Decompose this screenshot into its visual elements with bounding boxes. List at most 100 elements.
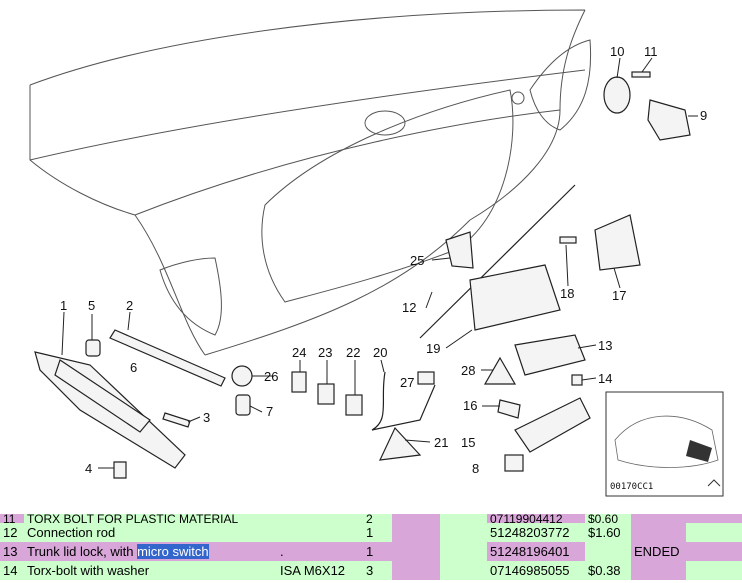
part-number: 07119904412 <box>487 514 585 523</box>
part-23-clip <box>317 383 335 405</box>
callout-11: 11 <box>644 44 658 59</box>
table-row[interactable]: 14 Torx-bolt with washer ISA M6X12 3 071… <box>0 561 742 580</box>
callout-3: 3 <box>203 410 210 425</box>
description-text: Trunk lid lock, with <box>27 544 138 559</box>
trunk-emblem <box>364 110 406 136</box>
part-price: $0.60 <box>585 514 631 523</box>
part-price: $0.38 <box>585 561 631 580</box>
spacer-cell <box>686 561 742 580</box>
callout-7: 7 <box>266 404 273 419</box>
part-16-bolt <box>497 399 521 419</box>
part-15-handle-housing <box>514 397 591 453</box>
part-10-seal <box>603 76 631 114</box>
part-19-lock-module <box>469 264 561 331</box>
part-quantity: 1 <box>363 542 392 561</box>
callout-2: 2 <box>126 298 133 313</box>
table-row[interactable]: 13 Trunk lid lock, with micro switch . 1… <box>0 542 742 561</box>
spacer-cell <box>440 523 487 542</box>
part-dimensions: ISA M6X12 <box>277 561 363 580</box>
part-3-bolt <box>162 412 191 428</box>
part-note: ENDED <box>631 542 686 561</box>
part-13-trunk-lid-lock <box>514 334 586 376</box>
callout-8: 8 <box>472 461 479 476</box>
table-row[interactable]: 12 Connection rod 1 51248203772 $1.60 <box>0 523 742 542</box>
inset-diagram-code: 00170CC1 <box>610 482 653 492</box>
spacer-cell <box>440 542 487 561</box>
part-14-bolt <box>571 374 583 386</box>
spacer-cell <box>392 523 440 542</box>
callout-19: 19 <box>426 341 440 356</box>
selected-text-highlight[interactable]: micro switch <box>137 544 209 559</box>
row-number: 14 <box>0 561 24 580</box>
part-description: Connection rod <box>24 523 277 542</box>
inset-arrow-icon <box>707 479 721 487</box>
callout-5: 5 <box>88 298 95 313</box>
part-8-button <box>504 454 524 472</box>
row-number: 13 <box>0 542 24 561</box>
row-number: 11 <box>0 514 24 523</box>
part-description: Torx-bolt with washer <box>24 561 277 580</box>
callout-22: 22 <box>346 345 360 360</box>
spacer-cell <box>686 514 742 523</box>
part-number: 07146985055 <box>487 561 585 580</box>
callout-23: 23 <box>318 345 332 360</box>
callout-20: 20 <box>373 345 387 360</box>
callout-17: 17 <box>612 288 626 303</box>
callout-25: 25 <box>410 253 424 268</box>
callout-15: 15 <box>461 435 475 450</box>
spacer-cell <box>686 542 742 561</box>
part-dimensions <box>277 523 363 542</box>
part-5-bushing <box>85 339 101 357</box>
car-body-outline <box>29 9 586 356</box>
part-9-lock-cylinder <box>647 99 691 141</box>
callout-6: 6 <box>130 360 137 375</box>
callout-16: 16 <box>463 398 477 413</box>
callout-27: 27 <box>400 375 414 390</box>
part-price <box>585 542 631 561</box>
part-18-bolt <box>559 236 577 244</box>
part-quantity: 2 <box>363 514 392 523</box>
spacer-cell <box>440 514 487 523</box>
spacer-cell <box>440 561 487 580</box>
part-quantity: 3 <box>363 561 392 580</box>
part-description: TORX BOLT FOR PLASTIC MATERIAL <box>24 514 277 523</box>
row-number: 12 <box>0 523 24 542</box>
part-20-wire <box>371 371 436 431</box>
spacer-cell <box>686 523 742 542</box>
part-4-bolt <box>113 461 127 479</box>
callout-4: 4 <box>85 461 92 476</box>
callout-21: 21 <box>434 435 448 450</box>
part-description: Trunk lid lock, with micro switch <box>24 542 277 561</box>
part-25-bracket <box>445 231 474 269</box>
part-11-bolt <box>631 71 651 78</box>
part-dimensions <box>277 514 363 523</box>
part-note <box>631 514 686 523</box>
callout-1: 1 <box>60 298 67 313</box>
part-17-bracket <box>594 214 641 271</box>
part-24-clip <box>291 371 307 393</box>
tail-light-left <box>159 257 222 336</box>
callout-13: 13 <box>598 338 612 353</box>
table-row[interactable]: 11 TORX BOLT FOR PLASTIC MATERIAL 2 0711… <box>0 514 742 523</box>
callout-12: 12 <box>402 300 416 315</box>
part-2-gas-strut <box>109 329 226 387</box>
callout-26: 26 <box>264 369 278 384</box>
trunk-lid-outline <box>134 109 561 356</box>
part-note <box>631 561 686 580</box>
callout-10: 10 <box>610 44 624 59</box>
callout-28: 28 <box>461 363 475 378</box>
exploded-parts-diagram: 1 2 3 4 5 6 7 8 9 10 11 12 13 14 15 16 1… <box>29 9 724 497</box>
spacer-cell <box>392 561 440 580</box>
callout-14: 14 <box>598 371 612 386</box>
part-21-handle <box>378 426 422 461</box>
part-hinge-arm <box>54 359 151 433</box>
callout-9: 9 <box>700 108 707 123</box>
part-7-switch <box>235 394 251 416</box>
parts-table: 11 TORX BOLT FOR PLASTIC MATERIAL 2 0711… <box>0 514 742 583</box>
part-quantity: 1 <box>363 523 392 542</box>
part-28-warning-triangle <box>483 356 517 385</box>
callout-24: 24 <box>292 345 306 360</box>
part-12-connection-rod <box>419 184 576 339</box>
trunk-emblem-small <box>511 91 525 105</box>
part-27-clip <box>417 371 435 385</box>
